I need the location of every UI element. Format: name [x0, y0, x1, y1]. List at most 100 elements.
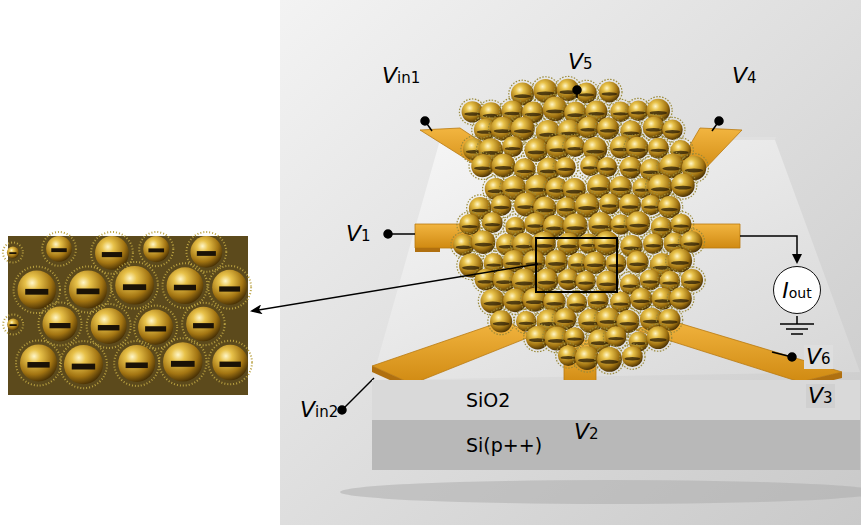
reflection: [519, 322, 534, 325]
substrate-layer: SiO2: [372, 380, 860, 420]
gold-nanoparticle: [490, 310, 512, 332]
ligand-shell: [139, 232, 173, 266]
reflection: [197, 251, 216, 256]
gold-nanoparticle: [671, 174, 694, 197]
current-meter-circle: Iout: [773, 266, 821, 314]
gold-nanoparticle: [212, 345, 248, 381]
gold-nanoparticle: [138, 310, 173, 345]
reflection: [635, 189, 650, 192]
reflection: [102, 252, 122, 257]
gold-nanoparticle: [641, 195, 661, 215]
reflection: [514, 129, 532, 133]
ligand-shell: [65, 266, 111, 312]
reflection: [493, 322, 510, 326]
gold-nanoparticle: [584, 252, 606, 274]
reflection: [566, 226, 584, 230]
reflection: [504, 112, 520, 115]
gold-nanoparticle: [42, 306, 77, 341]
reflection: [580, 128, 596, 131]
reflection: [488, 189, 505, 193]
reflection: [535, 244, 553, 248]
gold-nanoparticle: [565, 327, 585, 347]
ligand-shell: [60, 341, 107, 388]
reflection: [528, 150, 545, 154]
gold-nanoparticle: [462, 101, 483, 122]
reflection: [654, 228, 670, 231]
reflection: [619, 322, 636, 326]
reflection: [623, 285, 638, 288]
reflection: [591, 225, 610, 229]
reflection: [51, 248, 66, 252]
gold-nanoparticle: [212, 270, 247, 305]
reflection: [646, 244, 661, 247]
reflection: [598, 244, 616, 248]
reflection: [477, 130, 494, 134]
reflection: [661, 320, 677, 324]
reflection: [219, 286, 240, 291]
reflection: [474, 166, 491, 170]
reflection: [98, 325, 120, 330]
reflection: [590, 187, 608, 191]
reflection: [633, 299, 650, 303]
ligand-shell: [667, 285, 694, 312]
reflection: [567, 113, 584, 117]
gold-nanoparticle: [143, 236, 169, 262]
gold-nanoparticle: [115, 266, 154, 305]
reflection: [145, 326, 166, 331]
reflection: [599, 282, 616, 286]
reflection: [558, 168, 573, 171]
ligand-shell: [159, 338, 206, 385]
reflection: [646, 128, 662, 131]
layer-label: Si(p++): [466, 434, 542, 456]
gold-nanoparticle: [91, 308, 127, 344]
reflection: [581, 244, 596, 247]
gold-nanoparticle: [622, 346, 643, 367]
gold-nanoparticle: [555, 157, 575, 177]
ligand-shell: [163, 263, 208, 308]
reflection: [674, 186, 692, 190]
ligand-shell: [3, 243, 23, 263]
ligand-shell: [573, 344, 601, 372]
reflection: [25, 289, 48, 295]
gold-nanoparticle: [18, 271, 57, 310]
reflection: [495, 166, 513, 170]
ligand-shell: [624, 209, 652, 237]
ligand-shell: [597, 79, 622, 104]
gold-nanoparticle: [118, 345, 155, 382]
gold-nanoparticle: [630, 288, 652, 310]
reflection: [475, 243, 493, 247]
reflection: [517, 205, 535, 209]
reflection: [569, 303, 584, 306]
reflection: [9, 252, 16, 254]
gold-nanoparticle: [558, 269, 579, 290]
gold-nanoparticle: [576, 271, 596, 291]
reflection: [643, 320, 660, 324]
reflection: [560, 356, 575, 359]
reflection: [602, 204, 618, 207]
reflection: [559, 208, 575, 211]
reflection: [529, 338, 547, 342]
gold-nanoparticle: [606, 326, 627, 347]
ligand-shell: [3, 315, 23, 335]
reflection: [622, 205, 639, 209]
ligand-shell: [208, 266, 251, 309]
gold-nanoparticle: [95, 236, 129, 270]
reflection: [643, 170, 660, 174]
ligand-shell: [603, 324, 628, 349]
reflection: [683, 242, 699, 245]
reflection: [651, 187, 670, 191]
gold-nanoparticle: [597, 157, 617, 177]
reflection: [661, 208, 678, 212]
gold-nanoparticle: [453, 234, 474, 255]
terminal-label: V2: [572, 420, 601, 444]
gold-nanoparticle: [69, 270, 107, 308]
reflection: [123, 284, 146, 290]
ligand-shell: [182, 303, 225, 346]
reflection: [684, 280, 701, 284]
reflection: [623, 247, 640, 251]
reflection: [671, 261, 689, 265]
gold-nanoparticle: [167, 267, 204, 304]
gold-nanoparticle: [46, 236, 72, 262]
reflection: [546, 302, 563, 306]
closeup-inset: [3, 232, 252, 395]
